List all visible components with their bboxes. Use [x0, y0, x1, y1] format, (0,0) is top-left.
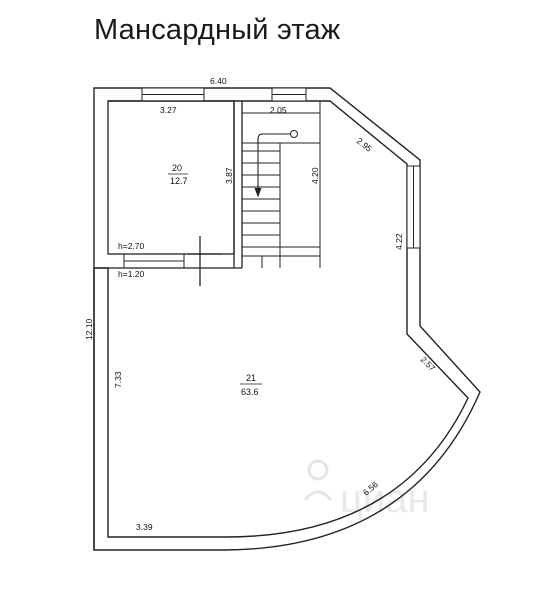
page-title: Мансардный этаж — [94, 14, 341, 46]
dim-bottom-left: 3.39 — [136, 522, 153, 532]
room-number: 20 — [172, 163, 182, 173]
windows — [123, 87, 421, 269]
dim-left-overall: 12.10 — [84, 318, 94, 340]
watermark-text: циан — [340, 477, 430, 521]
room-labels: 20 12.7 21 63.6 — [168, 163, 262, 397]
watermark: циан — [303, 459, 430, 521]
exterior-walls — [93, 87, 481, 551]
ceiling-height-high: h=2.70 — [118, 241, 145, 251]
dim-right-wall: 4.22 — [394, 233, 404, 250]
staircase — [242, 101, 321, 268]
dim-room20-depth: 3.87 — [224, 167, 234, 184]
room-area: 63.6 — [241, 387, 259, 397]
dim-left-inner: 7.33 — [113, 371, 123, 388]
watermark-logo-icon — [307, 459, 329, 481]
dim-stair-depth: 4.20 — [310, 167, 320, 184]
room-area: 12.7 — [170, 176, 188, 186]
dim-room20-width: 3.27 — [160, 105, 177, 115]
room-20-walls — [94, 100, 243, 286]
dim-stair-width: 2.05 — [270, 105, 287, 115]
room-number: 21 — [246, 373, 256, 383]
dimension-labels: 6.40 3.27 2.05 3.87 4.20 2.95 4.22 2.57 … — [84, 76, 438, 532]
ceiling-height-low: h=1.20 — [118, 269, 145, 279]
dim-top-overall: 6.40 — [210, 76, 227, 86]
dim-diag-upper: 2.95 — [355, 136, 374, 154]
dim-diag-lower: 2.57 — [419, 354, 438, 373]
